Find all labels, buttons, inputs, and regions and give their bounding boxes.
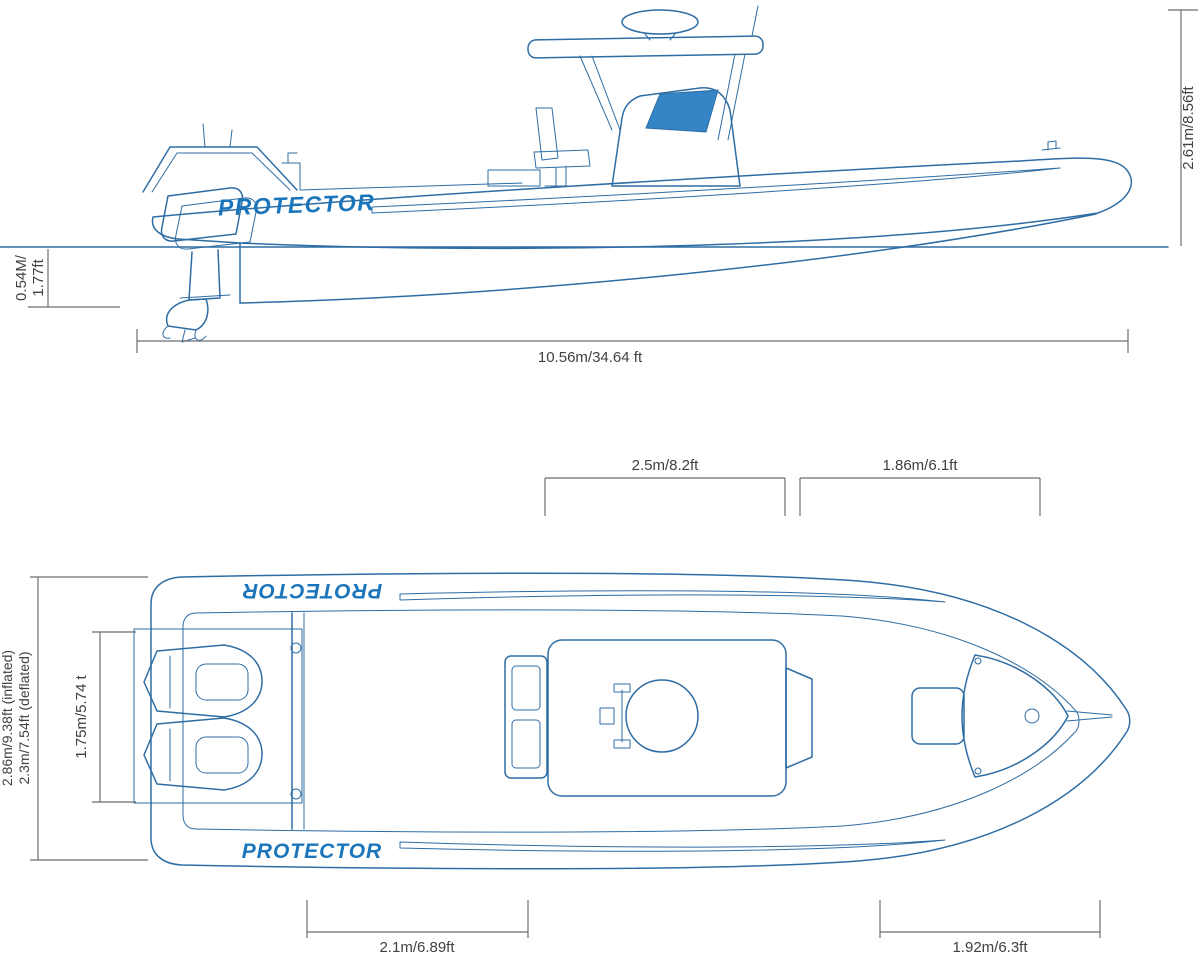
- helm-seat-circle: [625, 679, 699, 753]
- console-aft-step: [785, 667, 813, 769]
- seat-cushion: [533, 149, 591, 169]
- beam-inflated-label: 2.86m/9.38ft (inflated): [0, 650, 15, 786]
- draft-dim-label-2: 1.77ft: [30, 258, 47, 296]
- deck-sheer-line: [299, 182, 523, 191]
- bow-screw-2: [974, 767, 982, 775]
- bench-cushion-1: [511, 665, 541, 711]
- engine-cowl-rear: [160, 187, 244, 242]
- top-view-dimensions: 2.5m/8.2ft 1.86m/6.1ft 2.86m/9.38ft (inf…: [0, 457, 1101, 956]
- propeller-blades: [162, 325, 207, 343]
- tube-accent-stripe: [371, 167, 1061, 214]
- engine-midsection: [188, 249, 221, 301]
- bow-cleat: [1041, 140, 1061, 151]
- plan-engine-1: [143, 644, 263, 718]
- brand-logo-top-tube: PROTECTOR: [242, 579, 382, 602]
- engine-bracket: [133, 628, 303, 804]
- arch-antenna-2: [229, 129, 233, 148]
- t-top-antenna: [751, 5, 759, 37]
- bow-locker-knob: [1024, 708, 1040, 724]
- plan-inner-tube: [182, 609, 1080, 833]
- plan-engine-1-detail: [195, 663, 249, 701]
- top-view-drawing: PROTECTOR PROTECTOR: [133, 572, 1131, 870]
- foredeck-span-label: 1.86m/6.1ft: [882, 457, 958, 474]
- stern-arch-outer: [142, 146, 298, 193]
- side-view-dimensions: 2.61m/8.56ft 0.54M/ 1.77ft 10.56m/34.64 …: [13, 9, 1198, 366]
- arch-antenna-1: [202, 123, 206, 148]
- stern-cleat-top: [290, 642, 302, 654]
- height-dim-label: 2.61m/8.56ft: [1180, 85, 1197, 169]
- length-dim-label: 10.56m/34.64 ft: [538, 349, 643, 366]
- bench-seat: [504, 655, 548, 779]
- plan-accent-bottom: [399, 839, 946, 852]
- plan-engine-2: [143, 717, 263, 791]
- beam-deflated-label: 2.3m/7.54ft (deflated): [16, 651, 32, 784]
- brand-logo-bottom-tube: PROTECTOR: [242, 840, 382, 863]
- stern-arch-inner: [151, 152, 291, 193]
- stern-span-label: 2.1m/6.89ft: [379, 939, 455, 956]
- cockpit-beam-label: 1.75m/5.74 t: [73, 674, 90, 758]
- stern-cleat-bottom: [290, 788, 302, 800]
- radar-mount: [644, 33, 676, 41]
- engine-lower-unit: [166, 298, 209, 331]
- helm-seat-base: [599, 707, 615, 725]
- plan-outer-tube: [150, 572, 1131, 870]
- radar-dome: [621, 9, 699, 35]
- plan-engine-2-detail: [195, 736, 249, 774]
- bow-fitting-lines: [1066, 710, 1113, 722]
- deck-box: [487, 169, 541, 187]
- console-enclosure-panel: [645, 89, 719, 133]
- bow-screw-1: [974, 657, 982, 665]
- draft-dim-label-1: 0.54M/: [13, 254, 30, 301]
- side-hull-tube: [151, 157, 1132, 250]
- foredeck-hatch: [911, 687, 965, 745]
- stern-bracket: [281, 152, 301, 190]
- bow-span-label: 1.92m/6.3ft: [952, 939, 1028, 956]
- seat-pedestal: [544, 165, 579, 187]
- bench-cushion-2: [511, 719, 541, 769]
- engine-cavitation-plate: [179, 294, 231, 299]
- plan-console: [547, 639, 787, 797]
- console-span-label: 2.5m/8.2ft: [632, 457, 700, 474]
- helm-seat-arm-2: [613, 739, 631, 749]
- t-top-canopy: [527, 35, 764, 59]
- side-view-drawing: PROTECTOR: [0, 5, 1169, 343]
- brand-logo-side: PROTECTOR: [218, 189, 376, 220]
- plan-accent-top: [399, 590, 946, 603]
- bow-locker: [961, 654, 1069, 778]
- helm-seat-arm-1: [613, 683, 631, 693]
- center-console: [611, 87, 741, 187]
- engine-cowl-front: [175, 197, 257, 250]
- hull-bottom-line: [239, 213, 1097, 304]
- t-top-legs: [579, 53, 746, 141]
- seat-backrest: [535, 107, 559, 161]
